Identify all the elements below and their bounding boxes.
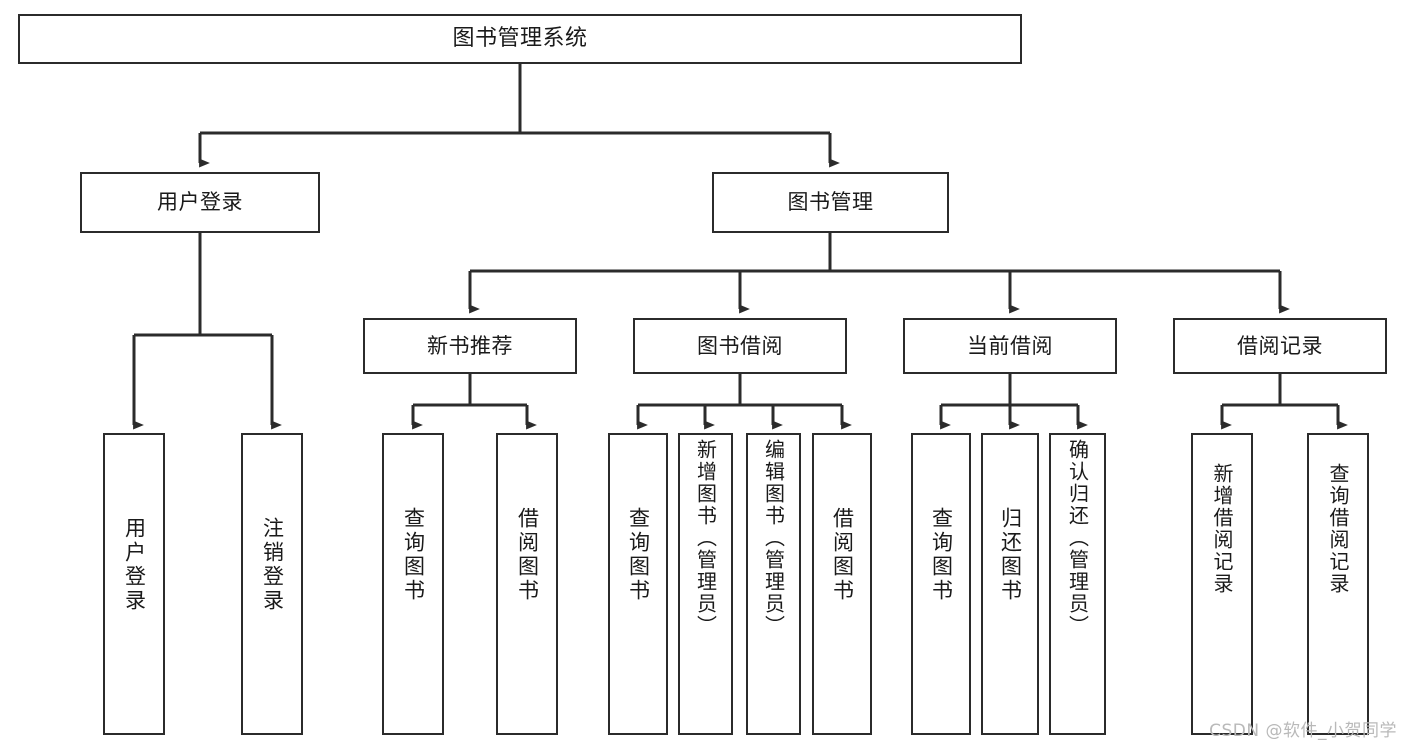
leaf-borrow-book-1[interactable]: 借阅图书 <box>496 433 558 735</box>
leaf-query-book-1-label: 查询图书 <box>401 507 426 603</box>
leaf-user-login[interactable]: 用户登录 <box>103 433 165 735</box>
leaf-logout-login-label: 注销登录 <box>260 517 285 613</box>
node-current-borrow-label: 当前借阅 <box>967 333 1053 358</box>
node-book-borrow-label: 图书借阅 <box>697 333 783 358</box>
leaf-query-borrow-record-label: 查询借阅记录 <box>1326 463 1350 595</box>
node-book-borrow[interactable]: 图书借阅 <box>633 318 847 374</box>
leaf-borrow-book-2[interactable]: 借阅图书 <box>812 433 872 735</box>
node-borrow-record[interactable]: 借阅记录 <box>1173 318 1387 374</box>
node-root[interactable]: 图书管理系统 <box>18 14 1022 64</box>
leaf-query-borrow-record[interactable]: 查询借阅记录 <box>1307 433 1369 735</box>
node-user-login-label: 用户登录 <box>157 190 243 215</box>
node-borrow-record-label: 借阅记录 <box>1237 333 1323 358</box>
leaf-borrow-book-1-label: 借阅图书 <box>515 507 540 603</box>
leaf-query-book-2-label: 查询图书 <box>626 507 651 603</box>
node-new-book-recommend[interactable]: 新书推荐 <box>363 318 577 374</box>
node-root-label: 图书管理系统 <box>452 26 588 52</box>
leaf-logout-login[interactable]: 注销登录 <box>241 433 303 735</box>
leaf-borrow-book-2-label: 借阅图书 <box>830 507 855 603</box>
node-book-manage-label: 图书管理 <box>787 190 874 215</box>
leaf-query-book-3[interactable]: 查询图书 <box>911 433 971 735</box>
leaf-add-borrow-record-label: 新增借阅记录 <box>1210 463 1234 595</box>
node-book-manage[interactable]: 图书管理 <box>712 172 949 233</box>
leaf-query-book-2[interactable]: 查询图书 <box>608 433 668 735</box>
leaf-query-book-1[interactable]: 查询图书 <box>382 433 444 735</box>
node-current-borrow[interactable]: 当前借阅 <box>903 318 1117 374</box>
leaf-edit-book-admin-label: 编辑图书（管理员） <box>761 439 786 637</box>
node-user-login[interactable]: 用户登录 <box>80 172 320 233</box>
leaf-add-borrow-record[interactable]: 新增借阅记录 <box>1191 433 1253 735</box>
leaf-confirm-return-admin-label: 确认归还（管理员） <box>1065 439 1090 637</box>
leaf-query-book-3-label: 查询图书 <box>929 507 954 603</box>
leaf-user-login-label: 用户登录 <box>122 517 147 613</box>
node-new-book-recommend-label: 新书推荐 <box>427 333 513 358</box>
leaf-return-book-label: 归还图书 <box>998 507 1023 603</box>
leaf-confirm-return-admin[interactable]: 确认归还（管理员） <box>1049 433 1106 735</box>
leaf-return-book[interactable]: 归还图书 <box>981 433 1039 735</box>
leaf-add-book-admin-label: 新增图书（管理员） <box>693 439 718 637</box>
leaf-add-book-admin[interactable]: 新增图书（管理员） <box>678 433 733 735</box>
leaf-edit-book-admin[interactable]: 编辑图书（管理员） <box>746 433 801 735</box>
